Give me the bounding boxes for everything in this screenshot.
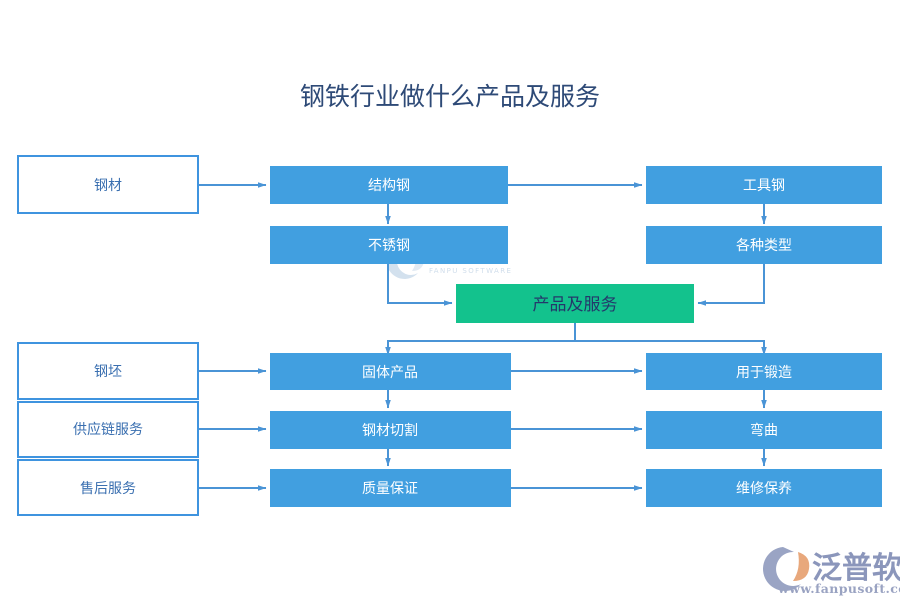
node-bending[interactable]: 弯曲	[646, 411, 882, 449]
node-after-sales-service[interactable]: 售后服务	[17, 459, 199, 516]
node-after-sales-service-box[interactable]	[17, 459, 199, 516]
connector-center-to-solidproduct	[385, 323, 576, 356]
node-structural-steel-label: 结构钢	[368, 178, 410, 194]
node-products-and-services-label: 产品及服务	[533, 295, 618, 315]
node-stainless-steel-label: 不锈钢	[368, 238, 410, 254]
node-supply-chain-service-label: 供应链服务	[73, 421, 143, 438]
node-steel-material-label: 钢材	[94, 178, 122, 194]
node-steel-material-box[interactable]	[17, 155, 199, 214]
node-quality-assurance-box[interactable]	[270, 469, 511, 507]
node-maintenance-label: 维修保养	[736, 481, 792, 497]
node-billet[interactable]: 钢坯	[17, 342, 199, 400]
node-structural-steel[interactable]: 结构钢	[270, 166, 508, 204]
corner-logo-cn: 泛普软件	[812, 551, 900, 586]
node-maintenance-box[interactable]	[646, 469, 882, 507]
node-after-sales-service-label: 售后服务	[80, 481, 136, 497]
node-billet-label: 钢坯	[94, 364, 122, 380]
node-for-forging[interactable]: 用于锻造	[646, 353, 882, 390]
node-solid-product[interactable]: 固体产品	[270, 353, 511, 390]
node-tool-steel-box[interactable]	[646, 166, 882, 204]
node-for-forging-box[interactable]	[646, 353, 882, 390]
node-stainless-steel-box[interactable]	[270, 226, 508, 264]
node-tool-steel[interactable]: 工具钢	[646, 166, 882, 204]
fanpu-logo-icon	[762, 547, 810, 591]
connector-center-to-forging	[575, 340, 767, 356]
node-quality-assurance-label: 质量保证	[362, 481, 418, 497]
node-quality-assurance[interactable]: 质量保证	[270, 469, 511, 507]
node-steel-cutting[interactable]: 钢材切割	[270, 411, 511, 449]
node-structural-steel-box[interactable]	[270, 166, 508, 204]
node-billet-box[interactable]	[17, 342, 199, 400]
corner-logo-watermark: 泛普软件 www.fanpusoft.com	[762, 547, 900, 596]
node-steel-material[interactable]: 钢材	[17, 155, 199, 214]
node-products-and-services-box[interactable]	[456, 284, 694, 323]
node-for-forging-label: 用于锻造	[736, 365, 792, 381]
node-solid-product-box[interactable]	[270, 353, 511, 390]
node-various-types-label: 各种类型	[736, 238, 792, 254]
connector-varioustypes-to-center	[697, 264, 765, 306]
node-supply-chain-service[interactable]: 供应链服务	[17, 401, 199, 458]
node-bending-box[interactable]	[646, 411, 882, 449]
page-title: 钢铁行业做什么产品及服务	[300, 82, 600, 111]
node-maintenance[interactable]: 维修保养	[646, 469, 882, 507]
node-products-and-services[interactable]: 产品及服务	[456, 284, 694, 323]
node-various-types[interactable]: 各种类型	[646, 226, 882, 264]
connector-stainless-to-center	[387, 264, 453, 306]
connectors	[199, 182, 767, 491]
node-steel-cutting-box[interactable]	[270, 411, 511, 449]
node-supply-chain-service-box[interactable]	[17, 401, 199, 458]
node-various-types-box[interactable]	[646, 226, 882, 264]
center-watermark-en: FANPU SOFTWARE	[429, 267, 512, 275]
node-tool-steel-label: 工具钢	[743, 178, 785, 194]
node-bending-label: 弯曲	[750, 422, 778, 439]
corner-logo-url: www.fanpusoft.com	[777, 581, 900, 596]
node-solid-product-label: 固体产品	[362, 365, 418, 381]
node-stainless-steel[interactable]: 不锈钢	[270, 226, 508, 264]
node-steel-cutting-label: 钢材切割	[362, 422, 418, 439]
